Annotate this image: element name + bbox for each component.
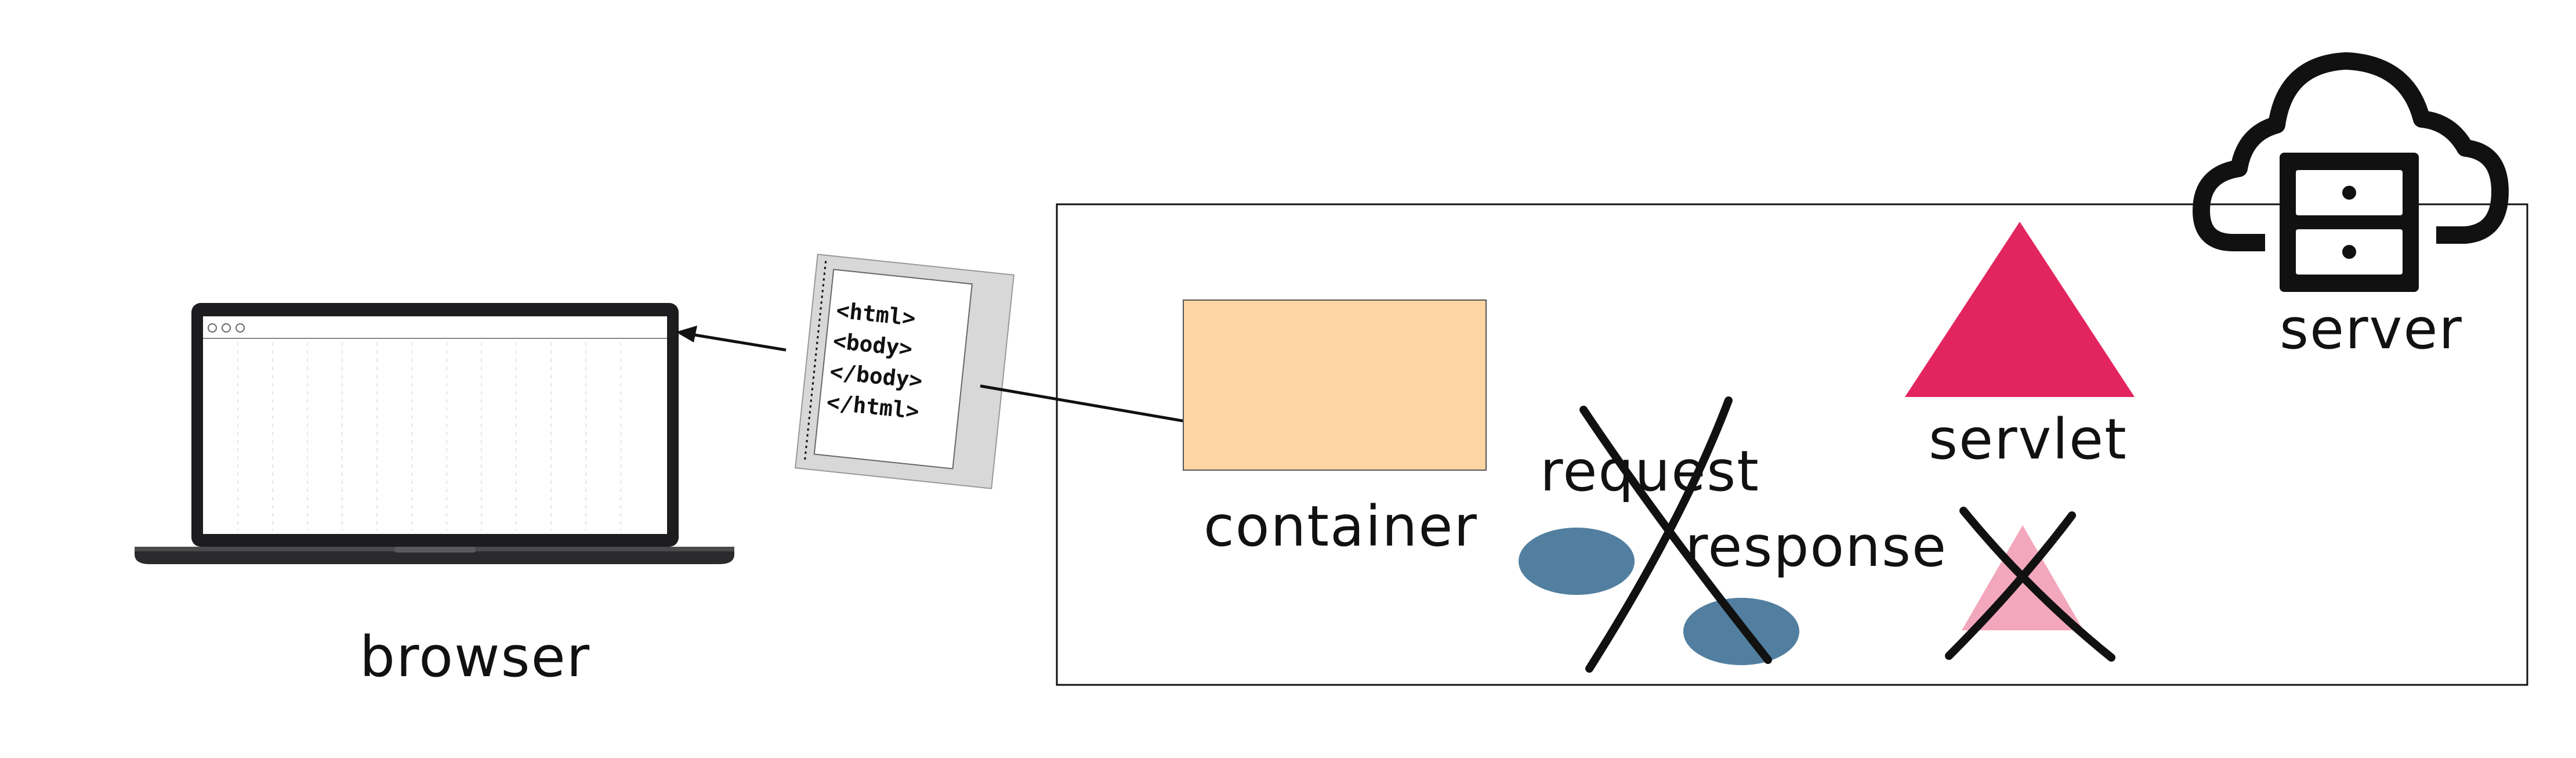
cloud-server-icon	[2193, 52, 2509, 292]
servlet-triangle	[1905, 222, 2135, 397]
servlet-label: servlet	[1929, 407, 2128, 472]
servlet-faded-cross	[1945, 507, 2115, 662]
server-label: server	[2280, 297, 2463, 362]
container-label: container	[1204, 494, 1478, 559]
response-arrow	[676, 326, 787, 352]
server-boundary	[1056, 203, 2528, 686]
response-label: response	[1685, 514, 1947, 579]
request-label: request	[1540, 439, 1760, 504]
request-ellipse	[1519, 528, 1635, 595]
container-box	[1183, 299, 1487, 471]
laptop-icon	[135, 303, 734, 564]
request-response-cross	[1579, 396, 1772, 673]
container-connector	[980, 384, 1210, 427]
browser-label: browser	[360, 625, 590, 690]
html-document-icon: <html> <body> </body> </html>	[794, 254, 1015, 489]
